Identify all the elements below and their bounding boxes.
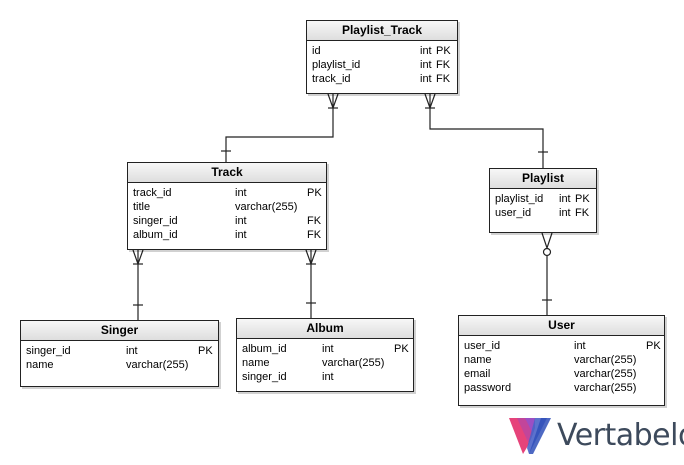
column-row: playlist_id int PK bbox=[495, 192, 591, 206]
table-track[interactable]: Track track_id int PK title varchar(255)… bbox=[127, 162, 327, 250]
table-playlist-track[interactable]: Playlist_Track id int PK playlist_id int… bbox=[306, 20, 458, 94]
column-type: int bbox=[420, 59, 432, 71]
column-row: singer_id int PK bbox=[26, 344, 213, 358]
column-name: title bbox=[133, 201, 151, 213]
column-row: user_id int FK bbox=[495, 206, 591, 220]
column-row: user_id int PK bbox=[464, 339, 661, 353]
column-type: int bbox=[420, 45, 432, 57]
table-user[interactable]: User user_id int PK name varchar(255) em… bbox=[458, 315, 665, 406]
column-type: varchar(255) bbox=[235, 201, 298, 213]
column-key: FK bbox=[436, 59, 451, 71]
table-header: Playlist bbox=[490, 169, 596, 189]
column-type: int bbox=[574, 340, 586, 352]
column-type: int bbox=[235, 187, 247, 199]
table-header: Album bbox=[237, 319, 413, 339]
column-name: name bbox=[464, 354, 492, 366]
vertabelo-logo-icon bbox=[509, 418, 551, 454]
column-row: playlist_id int FK bbox=[312, 58, 452, 72]
column-row: album_id int PK bbox=[242, 342, 409, 356]
column-row: name varchar(255) bbox=[464, 353, 659, 367]
column-row: track_id int FK bbox=[312, 72, 452, 86]
column-name: singer_id bbox=[26, 345, 71, 357]
column-name: track_id bbox=[133, 187, 172, 199]
column-name: singer_id bbox=[242, 371, 287, 383]
column-key: PK bbox=[436, 45, 451, 57]
column-name: playlist_id bbox=[312, 59, 361, 71]
column-row: name varchar(255) bbox=[242, 356, 408, 370]
table-header: User bbox=[459, 316, 664, 336]
column-type: int bbox=[322, 343, 334, 355]
column-name: album_id bbox=[242, 343, 287, 355]
column-type: varchar(255) bbox=[574, 368, 637, 380]
column-type: int bbox=[235, 215, 247, 227]
column-key: PK bbox=[575, 193, 590, 205]
column-name: album_id bbox=[133, 229, 178, 241]
table-header: Track bbox=[128, 163, 326, 183]
rel-playlist-playlist-track bbox=[429, 94, 544, 168]
table-singer[interactable]: Singer singer_id int PK name varchar(255… bbox=[20, 320, 219, 387]
column-key: PK bbox=[307, 187, 322, 199]
column-type: int bbox=[322, 371, 334, 383]
vertabelo-logo: Vertabelo bbox=[507, 414, 684, 458]
column-name: singer_id bbox=[133, 215, 178, 227]
column-name: playlist_id bbox=[495, 193, 544, 205]
column-type: varchar(255) bbox=[574, 382, 637, 394]
column-type: int bbox=[559, 193, 571, 205]
column-key: FK bbox=[436, 73, 451, 85]
rel-track-playlist-track bbox=[225, 94, 334, 162]
column-row: singer_id int bbox=[242, 370, 408, 384]
table-album[interactable]: Album album_id int PK name varchar(255) … bbox=[236, 318, 414, 392]
column-name: name bbox=[26, 359, 54, 371]
table-playlist[interactable]: Playlist playlist_id int PK user_id int … bbox=[489, 168, 597, 233]
column-row: title varchar(255) bbox=[133, 200, 321, 214]
column-name: name bbox=[242, 357, 270, 369]
column-name: user_id bbox=[495, 207, 532, 219]
column-key: FK bbox=[307, 229, 322, 241]
column-key: FK bbox=[575, 207, 590, 219]
column-key: FK bbox=[307, 215, 322, 227]
column-row: email varchar(255) bbox=[464, 367, 659, 381]
column-type: varchar(255) bbox=[126, 359, 189, 371]
column-row: id int PK bbox=[312, 44, 452, 58]
column-key: PK bbox=[198, 345, 213, 357]
column-name: user_id bbox=[464, 340, 501, 352]
column-row: name varchar(255) bbox=[26, 358, 213, 372]
column-type: int bbox=[126, 345, 138, 357]
column-name: email bbox=[464, 368, 491, 380]
column-type: int bbox=[420, 73, 432, 85]
column-type: int bbox=[559, 207, 571, 219]
table-header: Singer bbox=[21, 321, 218, 341]
column-row: password varchar(255) bbox=[464, 381, 659, 395]
column-name: password bbox=[464, 382, 512, 394]
column-name: id bbox=[312, 45, 321, 57]
column-row: track_id int PK bbox=[133, 186, 322, 200]
column-key: PK bbox=[394, 343, 409, 355]
column-row: singer_id int FK bbox=[133, 214, 321, 228]
table-header: Playlist_Track bbox=[307, 21, 457, 41]
column-type: varchar(255) bbox=[574, 354, 637, 366]
column-type: varchar(255) bbox=[322, 357, 385, 369]
column-key: PK bbox=[646, 340, 661, 352]
vertabelo-logo-text: Vertabelo bbox=[557, 418, 684, 453]
column-name: track_id bbox=[312, 73, 351, 85]
column-type: int bbox=[235, 229, 247, 241]
column-row: album_id int FK bbox=[133, 228, 321, 242]
